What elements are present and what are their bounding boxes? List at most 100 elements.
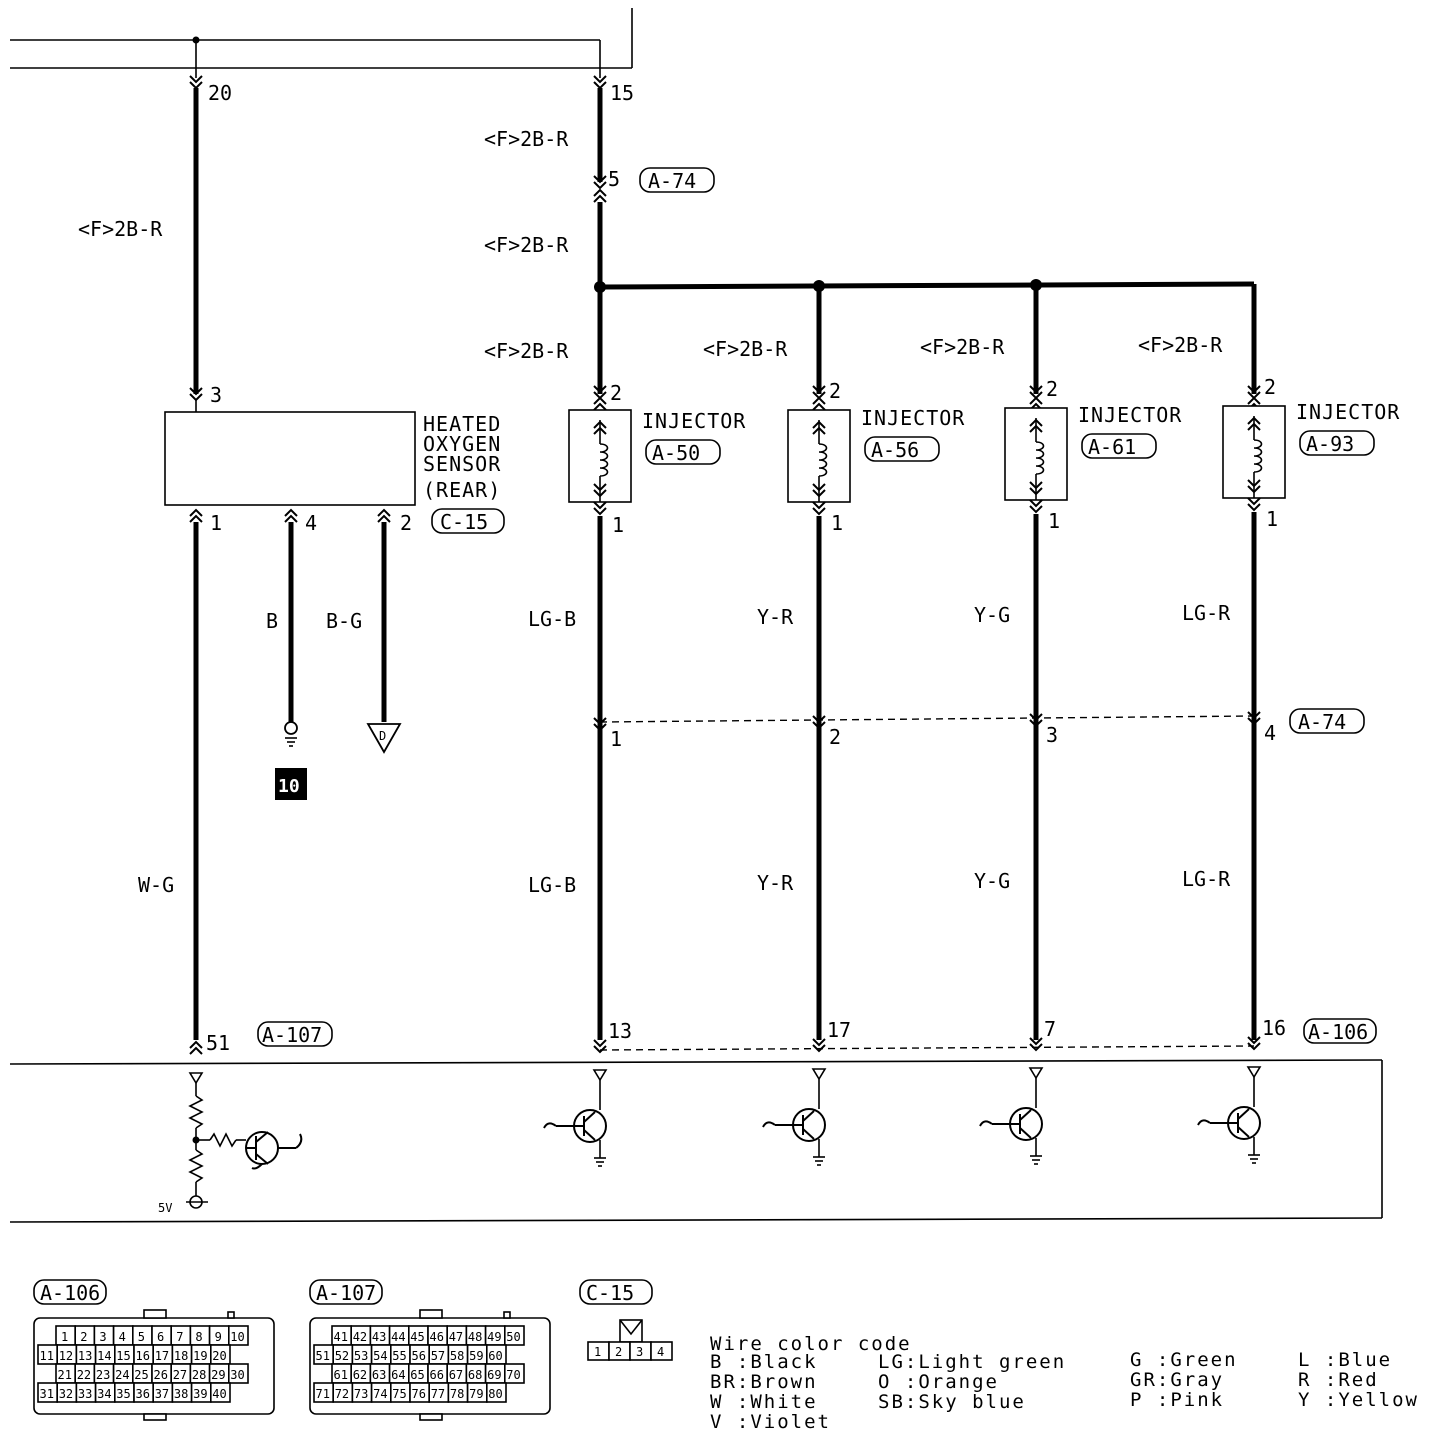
connector-cell-number: 38 [174,1387,188,1401]
connector-cell-number: 26 [154,1368,168,1382]
wire-label-sensor-feed: <F>2B-R [78,217,163,241]
legend-entry: LG:Light green [878,1351,1066,1373]
injector-label: INJECTOR [1296,400,1400,424]
injector-connector-tag: A-61 [1081,433,1157,459]
connector-cell-number: 70 [506,1368,520,1382]
connector-cell-number: 69 [487,1368,501,1382]
driver-transistor-3 [979,1067,1043,1165]
connector-cell-number: 39 [193,1387,207,1401]
wire-label-b: B [266,609,278,633]
connector-cell-number: 62 [353,1368,367,1382]
wire-label-trunk-1: <F>2B-R [484,127,569,151]
connector-cell-number: 55 [392,1349,406,1363]
connector-cell-number: 31 [40,1387,54,1401]
sensor-pin2-wire [366,509,402,754]
connector-cell-number: 43 [372,1330,386,1344]
connector-cell-number: 73 [354,1387,368,1401]
wire-label-injector-lower: LG-B [528,873,576,897]
connector-cell [650,1341,673,1361]
legend-entry: L :Blue [1298,1349,1392,1371]
connector-cell-number: 63 [372,1368,386,1382]
connector-cell-number: 46 [430,1330,444,1344]
transistor-icon [979,1107,1043,1141]
connector-cell-number: 5 [138,1330,145,1344]
a74-mid-dashed-line [599,715,1255,723]
a106-dashed-line [599,1045,1255,1051]
wire-label-bg: B-G [326,609,362,633]
connector-cell-number: 78 [450,1387,464,1401]
connector-cell-number: 61 [334,1368,348,1382]
a74-mid-connector-tag: A-74 [1289,708,1365,734]
svg-text:A-74: A-74 [648,169,696,193]
connector-cell-number: 17 [155,1349,169,1363]
driver-transistor-2 [762,1068,826,1166]
connector-cell-number: 27 [173,1368,187,1382]
connector-cell-number: 65 [410,1368,424,1382]
injector-connector-tag: A-93 [1299,430,1375,456]
connector-cell-number: 29 [211,1368,225,1382]
connector-cell-number: 57 [431,1349,445,1363]
connector-cell-number: 22 [77,1368,91,1382]
sensor-label-line4: (REAR) [423,478,501,502]
injector-connector-tag-text: A-56 [871,438,919,462]
connector-cell-number: 7 [176,1330,183,1344]
connector-cell-number: 48 [468,1330,482,1344]
ecu-injector-pin: 17 [827,1018,851,1042]
connector-cell-number: 77 [431,1387,445,1401]
wire-label-injector-upper: Y-G [974,603,1010,627]
transistor-icon [762,1108,826,1142]
injector-supply-trunk [593,75,1255,394]
connector-cell-number: 44 [391,1330,405,1344]
connector-cell-number: 3 [636,1345,643,1359]
a107-ecu-connector-tag: A-107 [257,1021,333,1047]
transistor-icon [1197,1106,1261,1140]
legend-entry: P :Pink [1130,1389,1224,1411]
wire-label-injector-feed: <F>2B-R [703,337,788,361]
sensor-label-line3: SENSOR [423,452,501,476]
connector-cell-number: 12 [59,1349,73,1363]
connector-cell-number: 24 [115,1368,129,1382]
wire-label-injector-feed: <F>2B-R [1138,333,1223,357]
legend-entry: V :Violet [710,1411,831,1433]
connector-cell [228,1325,249,1346]
connector-cell-number: 1 [594,1345,601,1359]
a74-top-pin: 5 [608,167,620,191]
connector-cell-number: 51 [316,1349,330,1363]
connector-title-text: C-15 [586,1281,634,1305]
wire-label-injector-feed: <F>2B-R [484,339,569,363]
connector-cell-number: 21 [58,1368,72,1382]
injector-pin-bottom: 1 [831,511,843,535]
connector-cell-number: 9 [215,1330,222,1344]
pin-15: 15 [610,81,634,105]
legend-entry: GR:Gray [1130,1369,1224,1391]
a74-pin: 2 [829,725,841,749]
connector-cell-number: 11 [40,1349,54,1363]
connector-cell-number: 33 [78,1387,92,1401]
connector-cell-number: 47 [449,1330,463,1344]
connector-cell [485,1382,507,1403]
wire-label-trunk-2: <F>2B-R [484,233,569,257]
svg-text:A-107: A-107 [262,1023,322,1047]
connector-cell-number: 25 [134,1368,148,1382]
a106-ecu-connector-tag: A-106 [1303,1018,1377,1044]
connector-cell-number: 18 [174,1349,188,1363]
driver-transistor-4 [1197,1066,1261,1164]
injector-coil-icon [599,443,609,477]
connector-cell [228,1363,249,1384]
connector-cell-number: 35 [116,1387,130,1401]
top-harness-frame [10,8,633,78]
sensor-connector-tag: C-15 [431,508,505,534]
injector-connector-tag-text: A-50 [652,441,700,465]
sensor-pin-right: 2 [400,511,412,535]
sensor-feed-wire [189,75,203,412]
connector-cell-number: 67 [449,1368,463,1382]
legend-entry: Y :Yellow [1298,1389,1419,1411]
connector-cell-number: 56 [412,1349,426,1363]
